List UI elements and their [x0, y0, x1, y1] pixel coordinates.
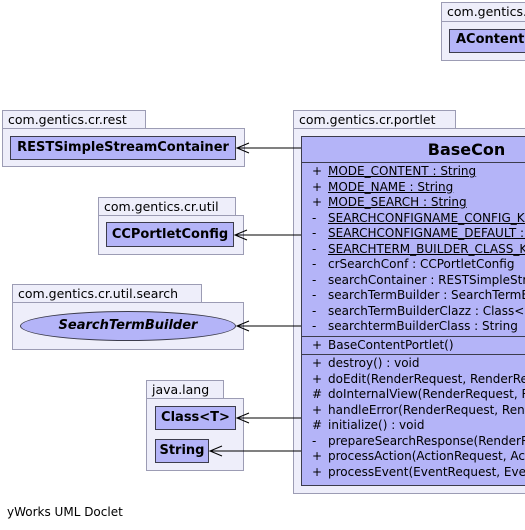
method-text: initialize() : void [328, 418, 425, 432]
visibility-marker: + [312, 164, 323, 178]
attribute-row: -searchtermBuilderClass : String [302, 319, 525, 335]
attribute-row: -SEARCHCONFIGNAME_DEFAULT : S [302, 226, 525, 242]
visibility-marker: + [312, 356, 323, 370]
class-name: String [159, 443, 205, 458]
footer-credit: yWorks UML Doclet [7, 505, 123, 519]
visibility-marker: - [312, 303, 317, 318]
arrowhead-search [235, 320, 250, 332]
visibility-marker: + [312, 179, 323, 194]
method-text: processAction(ActionRequest, Ac [328, 449, 525, 463]
package-tab-lang: java.lang [146, 380, 224, 399]
visibility-marker: + [312, 449, 323, 463]
package-name: com.gentics.cr.util.search [18, 286, 179, 301]
method-text: destroy() : void [328, 356, 420, 370]
visibility-marker: - [312, 319, 317, 333]
attribute-text: MODE_NAME : String [328, 179, 454, 194]
package-name: com.gentics. [447, 4, 525, 19]
visibility-marker: - [312, 210, 317, 225]
visibility-marker: + [312, 402, 323, 417]
method-text: doInternalView(RenderRequest, R [328, 387, 525, 401]
interface-search-term-builder[interactable]: SearchTermBuilder [20, 311, 236, 341]
attribute-row: + MODE_CONTENT : String [302, 164, 525, 180]
visibility-marker: + [312, 464, 323, 479]
visibility-marker: # [312, 387, 323, 401]
visibility-marker: - [312, 257, 317, 271]
method-text: prepareSearchResponse(RenderR [328, 433, 525, 448]
package-tab-util: com.gentics.cr.util [98, 197, 236, 216]
class-string[interactable]: String [155, 439, 209, 463]
attribute-text: searchContainer : RESTSimpleStre [328, 272, 525, 287]
attribute-row: -searchContainer : RESTSimpleStre [302, 273, 525, 289]
visibility-marker: + [312, 337, 323, 352]
attribute-row: -SEARCHCONFIGNAME_CONFIG_KEY [302, 211, 525, 227]
method-row: + destroy() : void [302, 356, 525, 372]
package-name: java.lang [152, 382, 210, 397]
attribute-row: -SEARCHTERM_BUILDER_CLASS_KEY [302, 242, 525, 258]
package-name: com.gentics.cr.portlet [299, 112, 436, 127]
attribute-text: MODE_CONTENT : String [328, 164, 477, 178]
package-name: com.gentics.cr.rest [8, 112, 127, 127]
class-cc-portlet-config[interactable]: CCPortletConfig [106, 222, 234, 247]
arrowhead-util [233, 229, 248, 241]
class-class-t[interactable]: Class<T> [155, 406, 236, 430]
arrowhead-rest [235, 142, 250, 154]
method-row: + processAction(ActionRequest, Ac [302, 449, 525, 465]
visibility-marker: - [312, 433, 317, 448]
attribute-text: SEARCHTERM_BUILDER_CLASS_KEY [328, 241, 525, 256]
method-row: + doEdit(RenderRequest, RenderRe [302, 372, 525, 388]
visibility-marker: - [312, 288, 317, 302]
class-name: Class<T> [161, 410, 230, 425]
class-base-content-portlet[interactable]: BaseCon + MODE_CONTENT : String + MODE_NAME… [301, 136, 525, 486]
package-tab-portlet: com.gentics.cr.portlet [293, 110, 456, 129]
method-row: + processEvent(EventRequest, Eve [302, 465, 525, 481]
visibility-marker: # [312, 418, 323, 432]
attribute-text: searchtermBuilderClass : String [328, 319, 518, 333]
constructor-text: BaseContentPortlet() [328, 337, 454, 352]
arrowhead-string [208, 445, 223, 457]
attribute-row: -searchTermBuilderClazz : Class<? [302, 304, 525, 320]
constructors-section: + BaseContentPortlet() [302, 337, 525, 355]
interface-name: SearchTermBuilder [58, 318, 198, 333]
visibility-marker: - [312, 241, 317, 256]
method-row: + handleError(RenderRequest, Ren [302, 403, 525, 419]
attribute-row: -crSearchConf : CCPortletConfig [302, 257, 525, 273]
attribute-row: + MODE_SEARCH : String [302, 195, 525, 211]
method-text: doEdit(RenderRequest, RenderRe [328, 371, 525, 386]
class-rest-simple-stream-container[interactable]: RESTSimpleStreamContainer [10, 136, 236, 160]
arrowhead-class-t [235, 412, 250, 424]
method-text: handleError(RenderRequest, Ren [328, 402, 525, 417]
method-row: # doInternalView(RenderRequest, R [302, 387, 525, 403]
methods-section: + destroy() : void + doEdit(RenderRequest, … [302, 355, 525, 481]
attribute-text: MODE_SEARCH : String [328, 195, 467, 209]
class-name: RESTSimpleStreamContainer [17, 140, 229, 155]
class-title: BaseCon [302, 137, 525, 163]
package-tab-search: com.gentics.cr.util.search [12, 284, 202, 303]
visibility-marker: + [312, 371, 323, 386]
attribute-text: SEARCHCONFIGNAME_DEFAULT : S [328, 226, 525, 240]
class-name: CCPortletConfig [111, 227, 229, 242]
class-name: AContent [456, 32, 525, 47]
attribute-text: searchTermBuilder : SearchTermB [328, 288, 525, 302]
constructor-row: + BaseContentPortlet() [302, 338, 525, 354]
attribute-text: SEARCHCONFIGNAME_CONFIG_KEY [328, 210, 525, 225]
class-acontent[interactable]: AContent [449, 29, 525, 53]
method-row: # initialize() : void [302, 418, 525, 434]
package-name: com.gentics.cr.util [104, 199, 219, 214]
attribute-row: -searchTermBuilder : SearchTermB [302, 288, 525, 304]
visibility-marker: + [312, 195, 323, 209]
attributes-section: + MODE_CONTENT : String + MODE_NAME : Strin… [302, 163, 525, 337]
method-text: processEvent(EventRequest, Eve [328, 464, 525, 479]
visibility-marker: - [312, 272, 317, 287]
attribute-row: + MODE_NAME : String [302, 180, 525, 196]
visibility-marker: - [312, 226, 317, 240]
method-row: -prepareSearchResponse(RenderR [302, 434, 525, 450]
attribute-text: searchTermBuilderClazz : Class<? [328, 303, 525, 318]
attribute-text: crSearchConf : CCPortletConfig [328, 257, 515, 271]
